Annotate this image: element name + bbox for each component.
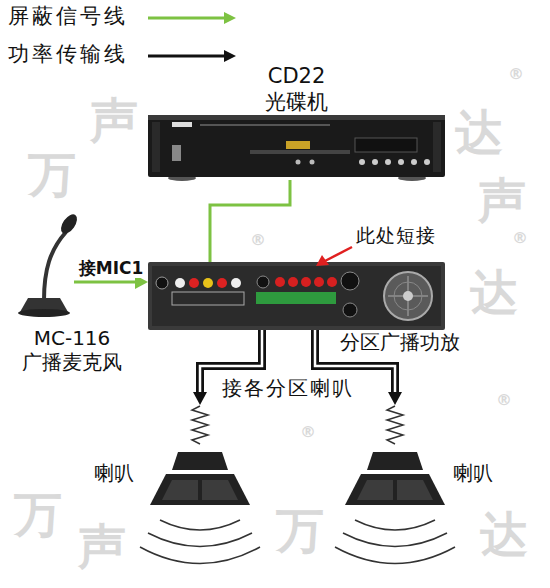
watermark: ® [250,232,266,248]
speaker: 喇叭 [150,405,250,565]
edge-label: 接MIC1 [78,258,145,278]
legend-text: 屏蔽信号线 [8,4,128,29]
watermark: ® [496,392,512,408]
signal-line [74,281,137,284]
arrow-head [388,392,402,405]
microphone-figure [18,212,80,317]
watermark: 达 [470,268,518,316]
watermark: 声 [478,176,526,224]
signal-line [210,180,290,262]
speaker-figure [335,406,455,564]
node-label: 喇叭 [453,461,515,485]
node-label: CD22 [148,64,445,89]
node-label: 分区广播功放 [340,330,490,354]
short-link-arrow [316,247,352,266]
cd-player: CD22光碟机 [148,62,445,180]
node-label: 广播麦克风 [12,350,132,374]
watermark: 达 [480,510,528,558]
watermark: 达 [455,108,503,156]
node-label: 光碟机 [148,90,445,115]
speaker-figure [140,406,260,564]
watermark: 声 [78,522,126,570]
annotation: 此处短接 [356,224,436,247]
watermark: 万 [276,506,324,554]
cd-player-figure [148,115,445,181]
zone-amplifier: 分区广播功放 [148,262,445,330]
node-label: MC-116 [12,326,132,350]
connector [210,180,290,262]
watermark: ® [300,424,316,440]
watermark: ® [508,66,524,82]
watermark: ® [512,230,528,246]
microphone: MC-116广播麦克风 [12,212,74,316]
node-label: 喇叭 [72,461,134,485]
watermark: 万 [14,490,62,538]
speaker: 喇叭 [345,405,445,565]
watermark: 万 [28,150,76,198]
watermark: 声 [90,96,138,144]
legend-samples [148,12,236,62]
annotation: 接各分区喇叭 [222,376,354,400]
amplifier-figure [148,262,445,330]
arrow-head [193,392,207,405]
legend-text: 功率传输线 [8,42,128,67]
